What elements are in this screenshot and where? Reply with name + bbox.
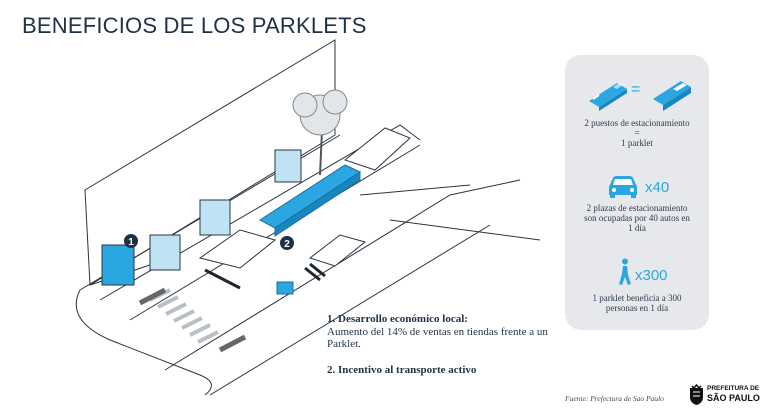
stat-people-multiplier: x300 bbox=[635, 267, 668, 284]
logo-line1: PREFEITURA DE bbox=[707, 385, 760, 392]
city-logo: PREFEITURA DE SÃO PAULO bbox=[688, 384, 760, 408]
stat-parking-line: 1 parklet bbox=[621, 138, 653, 148]
benefit-economic-description: Aumento del 14% de ventas en tiendas fre… bbox=[327, 325, 548, 351]
parklet-street-illustration: 1 2 bbox=[75, 39, 541, 396]
stat-cars: 2 plazas de estacionamiento son ocupadas… bbox=[565, 203, 709, 233]
benefit-economic-title: 1. Desarrollo económico local: bbox=[327, 313, 468, 325]
stat-people-line: personas en 1 día bbox=[605, 303, 669, 313]
stat-parking: 2 puestos de estacionamiento = 1 parklet bbox=[565, 118, 709, 148]
pedestrian-icon bbox=[619, 258, 631, 285]
benefit-active-transport-title: 2. Incentivo al transporte activo bbox=[327, 363, 477, 376]
logo-line2: SÃO PAULO bbox=[707, 393, 760, 403]
car-icon bbox=[609, 176, 637, 198]
stat-parking-line: = bbox=[634, 128, 640, 138]
stat-cars-line: son ocupadas por 40 autos en bbox=[584, 213, 690, 223]
benefit-active-transport: 2. Incentivo al transporte activo bbox=[327, 364, 557, 377]
page-title: BENEFICIOS DE LOS PARKLETS bbox=[22, 13, 367, 38]
equals-sign: = bbox=[631, 81, 641, 98]
stats-panel: = 2 puestos de estacionamiento = 1 parkl… bbox=[565, 55, 709, 330]
coat-of-arms-icon bbox=[690, 384, 703, 405]
benefit-economic: 1. Desarrollo económico local: Aumento d… bbox=[327, 313, 557, 351]
marker-2-label: 2 bbox=[284, 239, 290, 250]
stat-cars-line: 1 día bbox=[628, 223, 646, 233]
stat-cars-multiplier: x40 bbox=[645, 179, 670, 196]
marker-1: 1 bbox=[124, 234, 138, 248]
stat-cars-line: 2 plazas de estacionamiento bbox=[586, 203, 688, 213]
marker-2: 2 bbox=[280, 236, 294, 250]
parking-to-parklet-icon bbox=[589, 81, 691, 111]
marker-1-label: 1 bbox=[128, 237, 134, 248]
stat-people-line: 1 parklet beneficia a 300 bbox=[592, 293, 682, 303]
source-note: Fuente: Prefectura de Sao Paulo bbox=[565, 394, 664, 403]
stat-parking-line: 2 puestos de estacionamiento bbox=[584, 118, 690, 128]
stat-people: 1 parklet beneficia a 300 personas en 1 … bbox=[565, 293, 709, 313]
benefits-list: 1. Desarrollo económico local: Aumento d… bbox=[327, 313, 557, 376]
